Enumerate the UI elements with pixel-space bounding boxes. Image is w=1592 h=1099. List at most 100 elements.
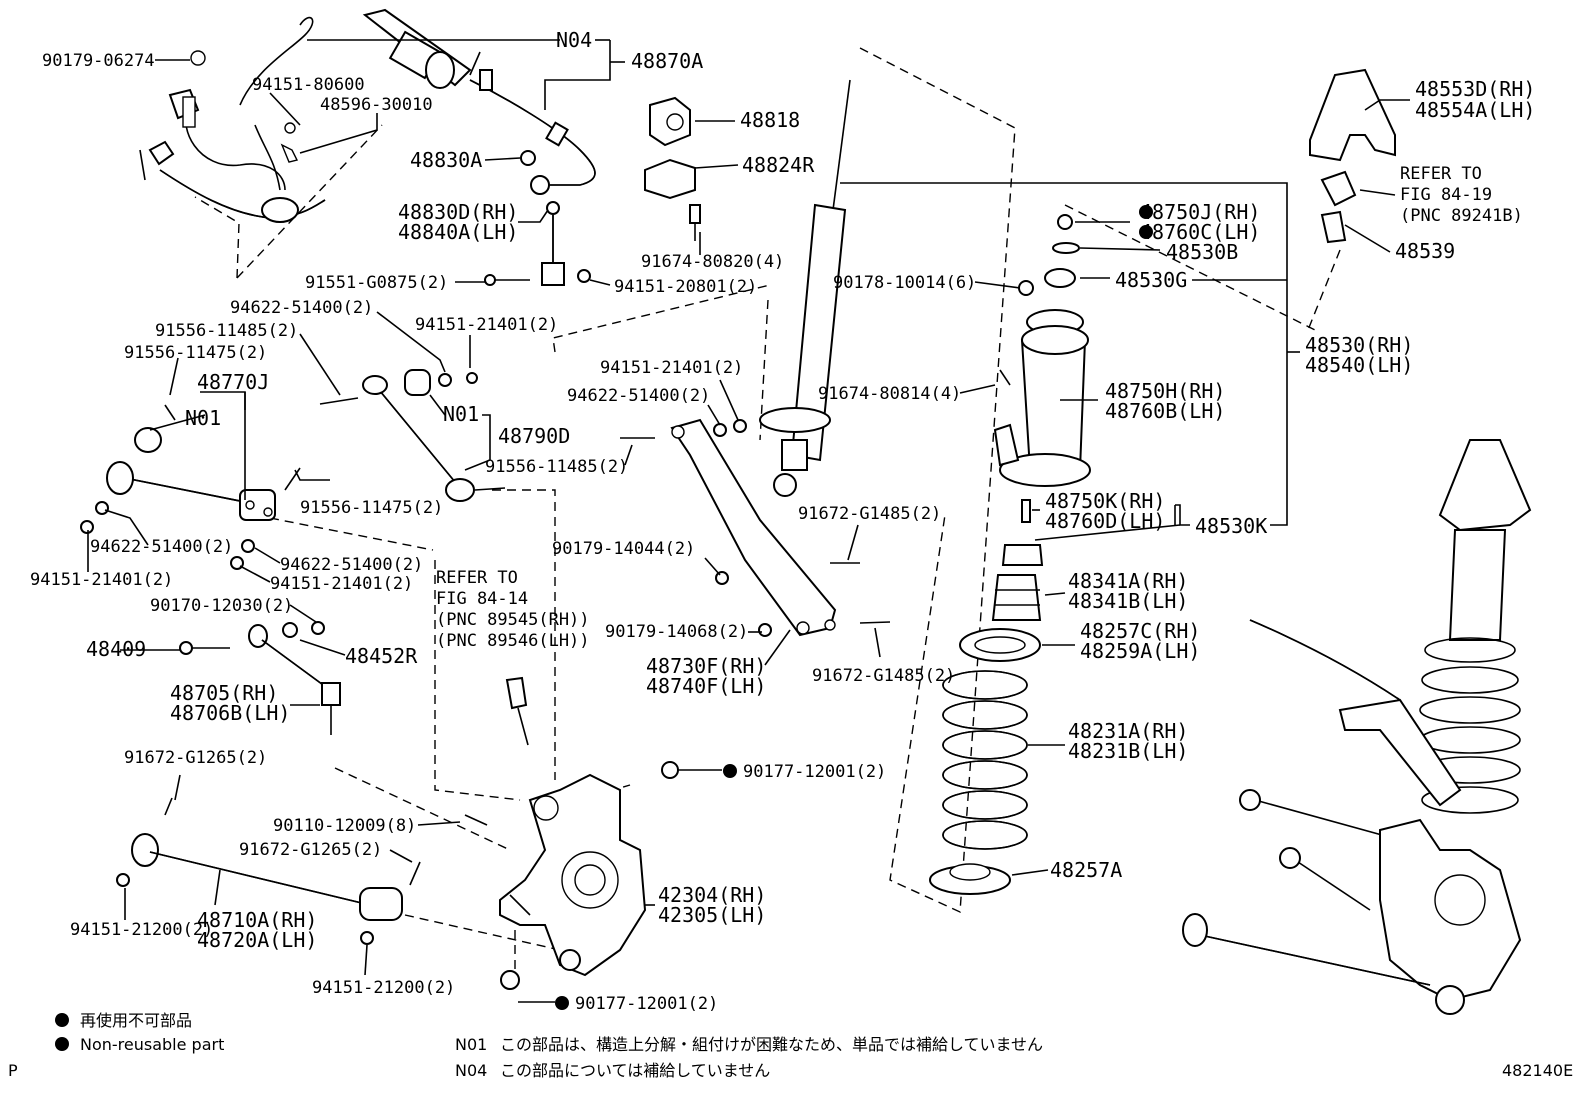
- ref1-line1[interactable]: REFER TO: [436, 568, 518, 588]
- label-n01-a: N01: [185, 406, 221, 430]
- label-91674-80820: 91674-80820(4): [641, 252, 784, 272]
- label-48259a: 48259A(LH): [1080, 639, 1200, 663]
- note-n04-text: この部品については補給していません: [500, 1061, 770, 1080]
- label-94151-21401-c: 94151-21401(2): [270, 574, 413, 594]
- ref1-line4[interactable]: (PNC 89546(LH)): [436, 631, 590, 651]
- label-48257a: 48257A: [1050, 858, 1122, 882]
- stabilizer-bushing-bracket: [520, 96, 701, 241]
- stabilizer-link: [484, 201, 591, 286]
- label-48770j: 48770J: [197, 370, 269, 394]
- label-48341a: 48341A(RH): [1068, 569, 1188, 593]
- label-48830a: 48830A: [410, 148, 482, 172]
- trailing-arm-48730f: [620, 418, 891, 637]
- label-90179-14068: 90179-14068(2): [605, 622, 748, 642]
- label-90179-06274: 90179-06274: [42, 51, 155, 71]
- label-91672-g1485-b: 91672-G1485(2): [812, 666, 955, 686]
- label-48409: 48409: [86, 637, 146, 661]
- label-n04: N04: [556, 28, 592, 52]
- reference-notes: REFER TO FIG 84-14 (PNC 89545(RH)) (PNC …: [436, 164, 1523, 651]
- label-48596-30010: 48596-30010: [320, 95, 433, 115]
- label-48706b: 48706B(LH): [170, 701, 290, 725]
- dashed-boundaries: [194, 47, 1341, 980]
- label-94622-51400-c: 94622-51400(2): [280, 555, 423, 575]
- label-90178-10014: 90178-10014(6): [833, 273, 976, 293]
- callout-labels: 90179-06274 94151-80600 48596-30010 N04 …: [30, 28, 1535, 1014]
- label-48710a: 48710A(RH): [197, 908, 317, 932]
- label-48870a: 48870A: [631, 49, 703, 73]
- ref2-line1[interactable]: REFER TO: [1400, 164, 1482, 184]
- assembled-suspension-view: [1182, 439, 1532, 1015]
- ref1-line3[interactable]: (PNC 89545(RH)): [436, 610, 590, 630]
- label-91556-11485-a: 91556-11485(2): [155, 321, 298, 341]
- toe-control-arm-48452r: [179, 621, 341, 735]
- label-48341b: 48341B(LH): [1068, 589, 1188, 613]
- label-94151-21401-d: 94151-21401(2): [600, 358, 743, 378]
- label-91672-g1265-b: 91672-G1265(2): [239, 840, 382, 860]
- label-90110-12009: 90110-12009(8): [273, 816, 416, 836]
- label-94622-51400-d: 94622-51400(2): [567, 386, 710, 406]
- label-90177-12001-b: 90177-12001(2): [575, 994, 718, 1014]
- label-94151-21200-a: 94151-21200(2): [70, 920, 213, 940]
- label-94151-21401-b: 94151-21401(2): [30, 570, 173, 590]
- note-n01-code: N01: [455, 1035, 487, 1054]
- label-48750h: 48750H(RH): [1105, 379, 1225, 403]
- non-reusable-mark: [723, 764, 737, 778]
- shock-absorber: [759, 79, 851, 497]
- knuckle-42304: [464, 761, 679, 990]
- label-48540: 48540(LH): [1305, 353, 1413, 377]
- footer-left: P: [8, 1061, 18, 1080]
- ref2-line2[interactable]: FIG 84-19: [1400, 185, 1492, 205]
- label-91556-11475-b: 91556-11475(2): [300, 498, 443, 518]
- coil-spring: [942, 670, 1028, 850]
- label-n01-b: N01: [443, 402, 479, 426]
- label-48530: 48530(RH): [1305, 333, 1413, 357]
- label-48824r: 48824R: [742, 153, 815, 177]
- footnotes: N01 この部品は、構造上分解・組付けが困難なため、単品では補給していません N…: [455, 1035, 1043, 1080]
- label-94151-21401-a: 94151-21401(2): [415, 315, 558, 335]
- label-48231a: 48231A(RH): [1068, 719, 1188, 743]
- label-48553d: 48553D(RH): [1415, 77, 1535, 101]
- ref2-line3[interactable]: (PNC 89241B): [1400, 206, 1523, 226]
- label-48231b: 48231B(LH): [1068, 739, 1188, 763]
- label-48539: 48539: [1395, 239, 1455, 263]
- legend-dot: [55, 1037, 69, 1051]
- label-48257c: 48257C(RH): [1080, 619, 1200, 643]
- label-90177-12001-a: 90177-12001(2): [743, 762, 886, 782]
- label-48530g: 48530G: [1115, 268, 1187, 292]
- label-48750j: 48750J(RH): [1140, 200, 1260, 224]
- label-48760d: 48760D(LH): [1045, 509, 1165, 533]
- label-48760c: 48760C(LH): [1140, 220, 1260, 244]
- lower-arm-48770j: [80, 404, 301, 570]
- legend-non-reusable-ja: 再使用不可部品: [80, 1011, 192, 1030]
- label-91672-g1485-a: 91672-G1485(2): [798, 504, 941, 524]
- label-48830d: 48830D(RH): [398, 200, 518, 224]
- spring-assembly: [929, 214, 1091, 895]
- label-42304: 42304(RH): [658, 883, 766, 907]
- label-94151-21200-b: 94151-21200(2): [312, 978, 455, 998]
- label-48740f: 48740F(LH): [646, 674, 766, 698]
- footer: P 482140E: [8, 1061, 1573, 1080]
- label-94622-51400-b: 94622-51400(2): [90, 537, 233, 557]
- label-94151-20801: 94151-20801(2): [614, 277, 757, 297]
- label-91556-11485-b: 91556-11485(2): [485, 457, 628, 477]
- label-91556-11475-a: 91556-11475(2): [124, 343, 267, 363]
- label-42305: 42305(LH): [658, 903, 766, 927]
- label-48530k: 48530K: [1195, 514, 1267, 538]
- note-n04-code: N04: [455, 1061, 487, 1080]
- legend-non-reusable-en: Non-reusable part: [80, 1035, 224, 1054]
- speed-sensor: [505, 676, 529, 746]
- label-91674-80814: 91674-80814(4): [818, 384, 961, 404]
- label-48760b: 48760B(LH): [1105, 399, 1225, 423]
- non-reusable-mark: [1139, 225, 1153, 239]
- non-reusable-mark: [1139, 205, 1153, 219]
- label-48530b: 48530B: [1166, 240, 1238, 264]
- label-94622-51400-a: 94622-51400(2): [230, 298, 373, 318]
- ref1-line2[interactable]: FIG 84-14: [436, 589, 528, 609]
- leader-lines: [87, 39, 1410, 1003]
- legend: 再使用不可部品 Non-reusable part: [55, 1011, 224, 1054]
- lower-rear-arm-48710a: [116, 797, 421, 945]
- covers-48553d-48539: [1309, 68, 1396, 244]
- note-n01-text: この部品は、構造上分解・組付けが困難なため、単品では補給していません: [500, 1035, 1043, 1054]
- label-94151-80600: 94151-80600: [252, 75, 365, 95]
